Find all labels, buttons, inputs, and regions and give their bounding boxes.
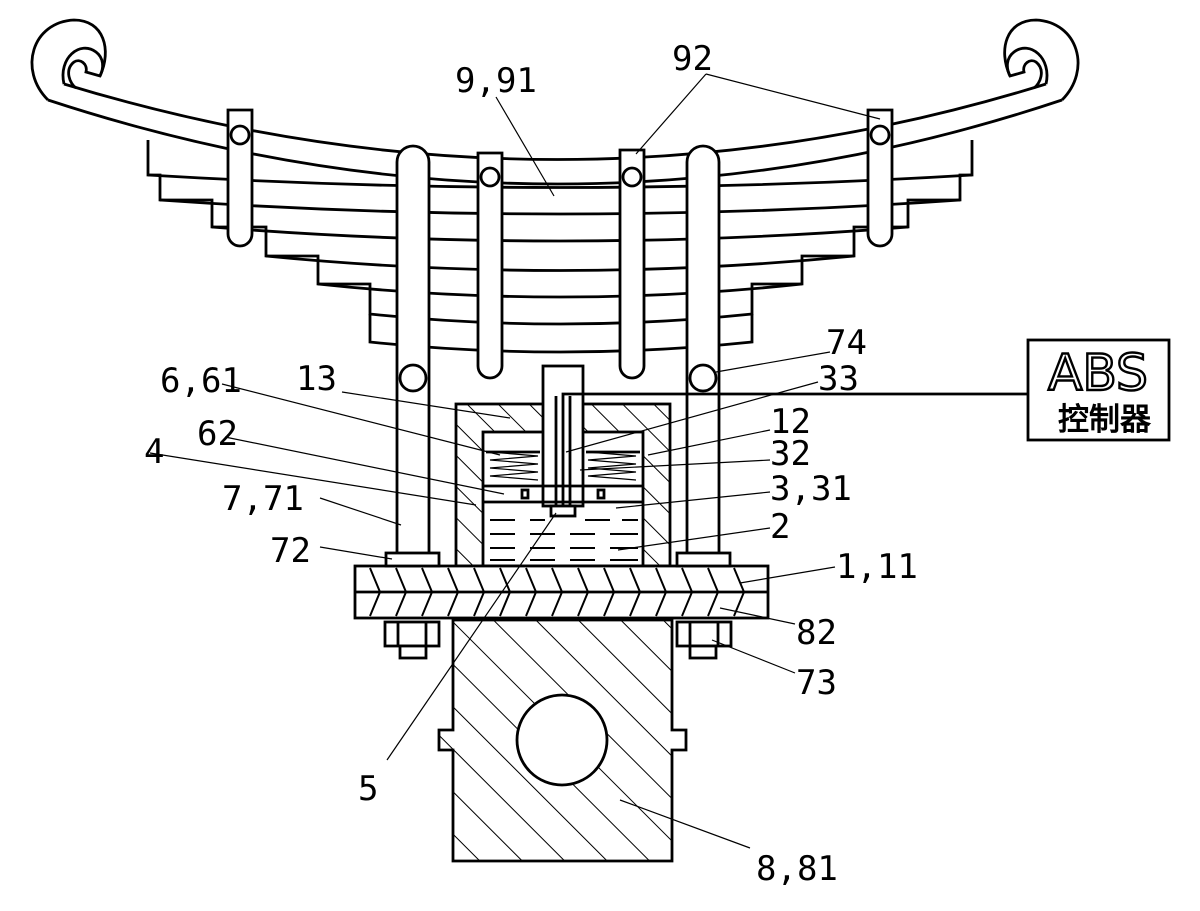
label-6-61: 6,61 xyxy=(160,361,242,401)
right-spring-eye xyxy=(1005,46,1049,90)
label-4: 4 xyxy=(144,432,164,472)
clip-left xyxy=(226,108,254,248)
pressure-sensor xyxy=(549,504,577,518)
cylinder-assembly xyxy=(454,364,1028,568)
u-bolts xyxy=(395,144,721,557)
label-92: 92 xyxy=(672,39,713,79)
label-8-81: 8,81 xyxy=(756,849,838,889)
label-12: 12 xyxy=(770,402,811,442)
leader-lines xyxy=(149,73,881,849)
label-33: 33 xyxy=(818,359,859,399)
seat-left xyxy=(384,551,441,568)
nuts xyxy=(383,620,733,660)
label-62: 62 xyxy=(197,414,238,454)
abs-controller-box xyxy=(1026,338,1171,442)
label-2: 2 xyxy=(770,507,790,547)
label-73: 73 xyxy=(796,663,837,703)
label-13: 13 xyxy=(296,359,337,399)
clip-center-right xyxy=(618,148,646,380)
label-1-11: 1,11 xyxy=(836,547,918,587)
coil-spring-right xyxy=(586,450,640,481)
label-7-71: 7,71 xyxy=(222,479,304,519)
label-74: 74 xyxy=(826,323,867,363)
abs-signal-wire xyxy=(561,392,1028,506)
abs-subtitle: 控制器 xyxy=(1058,402,1152,438)
abs-controller: ABS 控制器 xyxy=(1026,338,1171,442)
axle-housing xyxy=(437,618,688,863)
u-bolt-left xyxy=(395,144,431,557)
seat-right xyxy=(675,551,732,568)
u-bolt-right xyxy=(685,144,721,557)
spring-clips xyxy=(226,108,894,380)
label-82: 82 xyxy=(796,613,837,653)
callout-labels: 9,91 92 74 33 13 6,61 12 62 32 4 3,31 7,… xyxy=(144,39,918,889)
abs-title: ABS xyxy=(1048,344,1148,402)
base-plate xyxy=(353,551,770,620)
label-5: 5 xyxy=(358,769,378,809)
label-72: 72 xyxy=(270,531,311,571)
clip-center-left xyxy=(476,151,504,380)
label-9-91: 9,91 xyxy=(455,61,537,101)
axle xyxy=(515,693,609,787)
label-32: 32 xyxy=(770,434,811,474)
clip-right xyxy=(866,108,894,248)
left-spring-eye xyxy=(61,46,105,90)
label-3-31: 3,31 xyxy=(770,469,852,509)
coil-spring-left xyxy=(486,450,540,481)
leaf-spring-stack xyxy=(30,18,1080,354)
